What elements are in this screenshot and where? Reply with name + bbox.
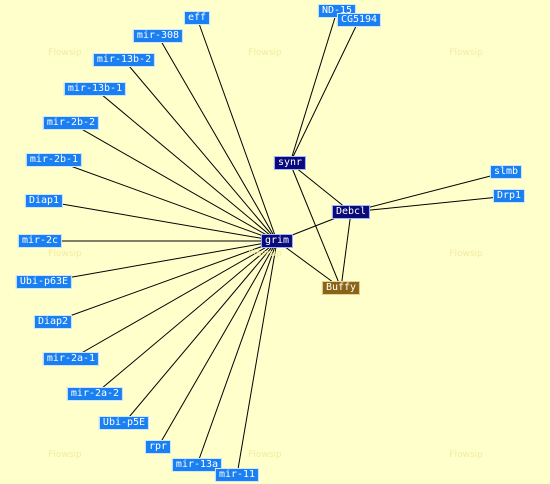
edge-eff-grim [196,17,278,242]
node-ubi-p63e[interactable]: Ubi-p63E [15,275,73,289]
node-drp1[interactable]: Drp1 [492,189,526,203]
node-mir-2a-1[interactable]: mir-2a-1 [42,352,100,366]
node-debcl[interactable]: Debcl [331,205,371,219]
node-mir-2b-1[interactable]: mir-2b-1 [25,153,83,167]
edge-synr-debcl [289,162,352,213]
node-mir-13a[interactable]: mir-13a [171,458,223,472]
edge-synr-buffy [289,162,342,289]
edge-debcl-drp1 [350,195,510,213]
edge-grim-buffy [276,240,342,289]
edge-mir-2b-2-grim [70,122,278,242]
watermark-text: Flowsip [449,249,483,259]
edge-mir-13b-2-grim [123,59,278,242]
node-mir-2b-2[interactable]: mir-2b-2 [42,116,100,130]
edge-diap1-grim [43,200,278,242]
node-mir-2a-2[interactable]: mir-2a-2 [66,387,124,401]
watermark-text: Flowsip [48,249,82,259]
edge-mir-13b-1-grim [94,88,278,242]
node-rpr[interactable]: rpr [144,440,172,454]
node-grim[interactable]: grim [260,234,294,248]
edge-mir-308-grim [157,35,278,242]
watermark-text: Flowsip [248,450,282,460]
edge-rpr-grim [157,240,278,448]
watermark-text: Flowsip [449,48,483,58]
edge-diap2-grim [52,240,278,323]
watermark-text: Flowsip [48,450,82,460]
edge-debcl-buffy [340,211,352,289]
watermark-text: Flowsip [449,450,483,460]
node-eff[interactable]: eff [183,11,211,25]
node-slmb[interactable]: slmb [489,165,523,179]
edge-mir-13a-grim [196,240,278,466]
node-mir-13b-1[interactable]: mir-13b-1 [63,82,127,96]
edge-ubi-p5e-grim [123,240,278,424]
watermark-text: Flowsip [48,48,82,58]
watermark-text: Flowsip [248,249,282,259]
edge-debcl-slmb [350,171,507,213]
node-diap1[interactable]: Diap1 [24,194,64,208]
node-mir-2c[interactable]: mir-2c [17,234,63,248]
edge-mir-11-grim [236,240,278,476]
node-synr[interactable]: synr [273,156,307,170]
edge-synr-nd-15 [289,10,338,164]
node-ubi-p5e[interactable]: Ubi-p5E [98,416,150,430]
node-diap2[interactable]: Diap2 [33,315,73,329]
node-buffy[interactable]: Buffy [321,281,361,295]
edge-synr-cg5194 [289,19,360,164]
node-mir-11[interactable]: mir-11 [214,468,260,482]
edge-mir-2b-1-grim [53,159,278,242]
node-mir-308[interactable]: mir-308 [132,29,184,43]
edge-mir-2a-2-grim [94,240,278,395]
node-mir-13b-2[interactable]: mir-13b-2 [92,53,156,67]
watermark-text: Flowsip [248,48,282,58]
edge-mir-2a-1-grim [70,240,278,360]
edge-ubi-p63e-grim [43,240,278,283]
node-cg5194[interactable]: CG5194 [336,13,382,27]
